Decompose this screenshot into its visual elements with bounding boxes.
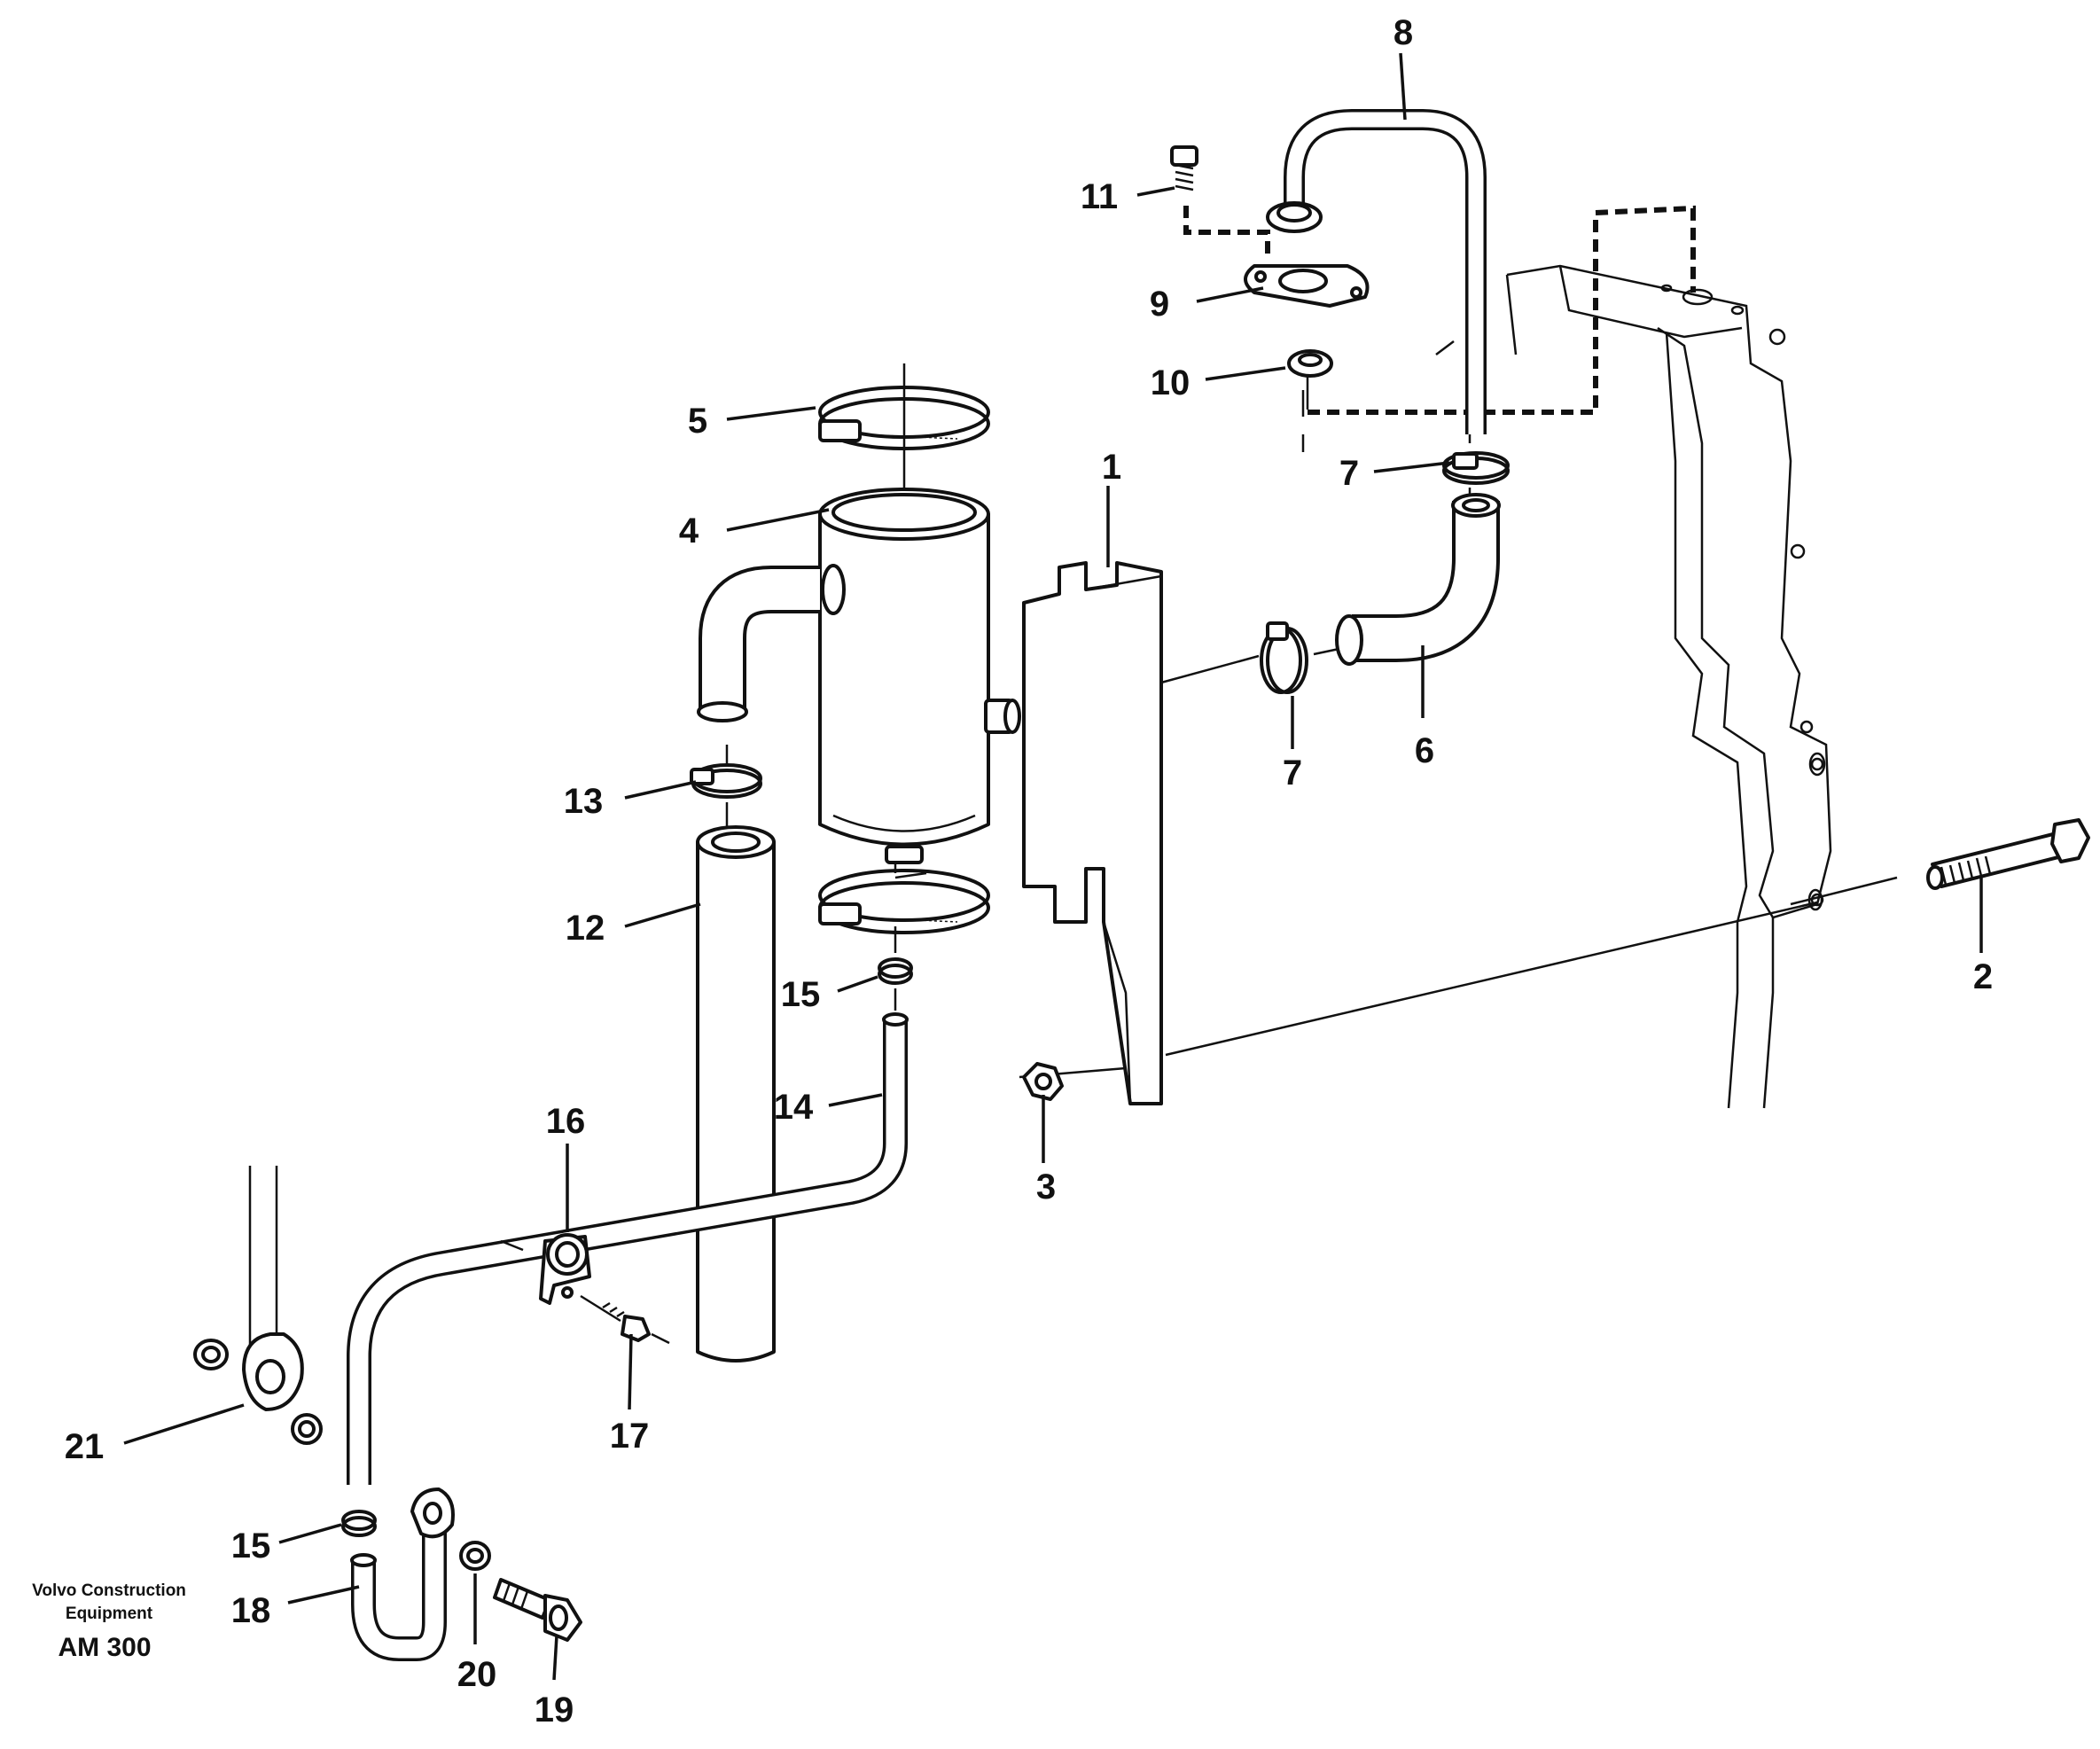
callout-1: 1 xyxy=(1102,448,1121,487)
callout-10: 10 xyxy=(1151,363,1191,402)
hollow-bolt-19 xyxy=(493,1578,582,1642)
callout-7-middle: 7 xyxy=(1283,753,1302,793)
callout-19: 19 xyxy=(535,1690,574,1729)
brand-code: AM 300 xyxy=(58,1633,151,1662)
callout-3: 3 xyxy=(1036,1167,1056,1206)
callout-8: 8 xyxy=(1393,13,1413,52)
cylinder-4 xyxy=(697,488,1021,864)
callout-5: 5 xyxy=(688,402,707,441)
bolt-2 xyxy=(1926,818,2090,890)
callout-6: 6 xyxy=(1415,731,1434,770)
hose-clamp-5 xyxy=(818,386,990,450)
callout-12: 12 xyxy=(566,909,605,948)
flange-9 xyxy=(1244,264,1370,308)
nut-3 xyxy=(1022,1062,1064,1101)
callout-15-lower: 15 xyxy=(231,1526,271,1566)
callout-2: 2 xyxy=(1973,957,1993,996)
brand-block: Volvo Construction Equipment AM 300 xyxy=(32,1581,186,1662)
callout-18: 18 xyxy=(231,1591,271,1630)
hose-clamp-7-top xyxy=(1442,451,1510,485)
callout-21: 21 xyxy=(65,1427,105,1466)
screw-11 xyxy=(1170,145,1198,191)
hose-clamp-15-upper xyxy=(878,957,913,985)
brand-line-2: Equipment xyxy=(66,1605,153,1623)
dashed-connections xyxy=(1183,205,1696,415)
callout-20: 20 xyxy=(457,1655,497,1694)
brand-line-1: Volvo Construction xyxy=(32,1581,186,1600)
callout-4: 4 xyxy=(679,511,699,550)
hose-clamp-7-middle xyxy=(1260,621,1308,694)
callout-13: 13 xyxy=(564,782,604,821)
bracket-1 xyxy=(1022,561,1163,1105)
leader-lines xyxy=(123,52,1983,1681)
washer-20 xyxy=(459,1541,491,1571)
screw-17 xyxy=(580,1294,670,1345)
pipe-8 xyxy=(1266,109,1487,434)
engine-frame xyxy=(1505,264,1898,1109)
callout-11: 11 xyxy=(1081,177,1118,216)
banjo-fitting-21 xyxy=(193,1166,323,1445)
tube-14 xyxy=(347,1012,909,1485)
callout-7-top: 7 xyxy=(1339,454,1359,493)
pipe-clip-16 xyxy=(500,1233,591,1305)
elbow-hose-6 xyxy=(1335,493,1501,666)
seal-10 xyxy=(1287,349,1333,378)
hose-clamp-13 xyxy=(690,763,762,799)
callout-14: 14 xyxy=(774,1088,814,1127)
callout-15-upper: 15 xyxy=(781,975,821,1014)
u-hose-18 xyxy=(350,1487,455,1661)
pipe-12 xyxy=(696,825,776,1363)
callout-labels: 1 2 3 4 5 6 7 7 8 9 10 11 12 13 14 15 15… xyxy=(65,13,1993,1729)
callout-16: 16 xyxy=(546,1102,586,1141)
hose-clamp-15-lower xyxy=(341,1510,377,1537)
hose-clamp-bottom xyxy=(818,869,990,934)
callout-9: 9 xyxy=(1150,285,1169,324)
callout-17: 17 xyxy=(610,1417,650,1456)
